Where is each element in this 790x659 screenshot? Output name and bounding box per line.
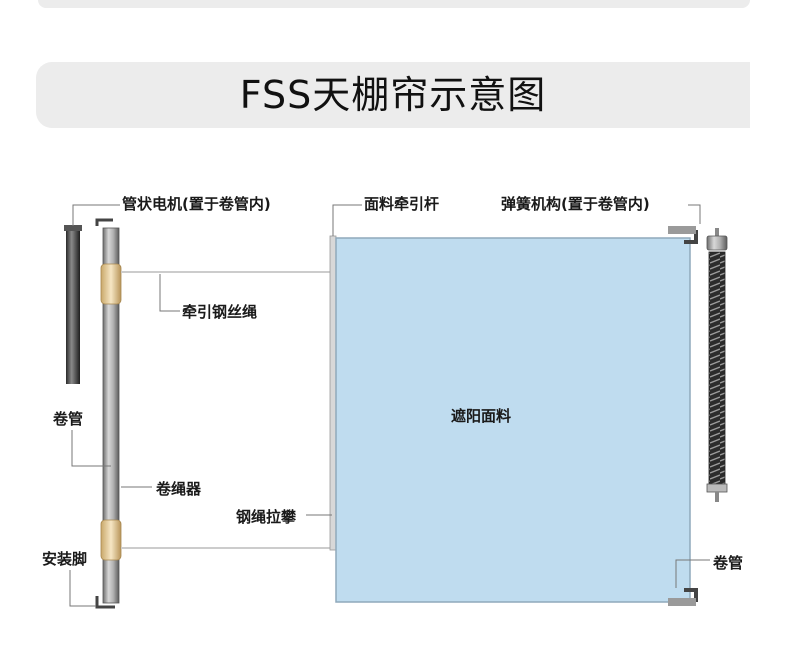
spring-bottom-shaft xyxy=(715,492,719,502)
spring-bottom-end xyxy=(706,483,728,493)
label-mounting-foot: 安装脚 xyxy=(42,550,88,568)
left-roller-assembly xyxy=(95,218,122,609)
leader-motor xyxy=(72,204,120,226)
top-bracket xyxy=(95,218,113,226)
motor-tube-body xyxy=(66,228,80,384)
fabric-pull-rod xyxy=(329,235,337,551)
right-roller-assembly xyxy=(668,226,698,606)
spring-top-end xyxy=(706,235,728,251)
label-rope-winder: 卷绳器 xyxy=(156,480,202,498)
label-roller-tube-right: 卷管 xyxy=(713,554,744,572)
shading-fabric-panel xyxy=(335,237,691,603)
tubular-motor-part xyxy=(64,225,82,384)
label-wire-rope-tensioner: 钢绳拉攀 xyxy=(236,508,297,526)
right-top-cap xyxy=(668,226,696,234)
leader-mounting-foot xyxy=(69,570,96,607)
lower-rope-winder xyxy=(100,519,122,561)
label-tubular-motor: 管状电机(置于卷管内) xyxy=(122,195,271,213)
top-divider-strip xyxy=(38,0,750,8)
label-traction-wire-rope: 牵引钢丝绳 xyxy=(182,303,258,321)
spring-coil xyxy=(708,251,726,485)
label-shading-fabric: 遮阳面料 xyxy=(451,407,512,425)
label-spring-mechanism: 弹簧机构(置于卷管内) xyxy=(501,195,650,213)
label-roller-tube-left: 卷管 xyxy=(53,410,84,428)
label-fabric-pull-rod: 面料牵引杆 xyxy=(364,195,440,213)
leader-left-tube xyxy=(71,430,111,467)
left-roller-tube xyxy=(102,227,120,604)
spring-mechanism-part xyxy=(706,228,728,502)
upper-rope-winder xyxy=(100,263,122,305)
mounting-foot-shape xyxy=(95,596,115,609)
title-banner: FSS天棚帘示意图 xyxy=(36,62,750,128)
motor-tube-cap xyxy=(64,225,82,231)
leader-right-tube xyxy=(675,559,710,588)
page-title: FSS天棚帘示意图 xyxy=(239,73,547,117)
leader-spring xyxy=(688,204,701,224)
spring-top-shaft xyxy=(715,228,719,238)
leader-wire-rope xyxy=(159,274,180,312)
leader-pull-rod xyxy=(332,204,362,236)
right-bottom-cap xyxy=(668,598,696,606)
leader-lines xyxy=(69,204,710,607)
